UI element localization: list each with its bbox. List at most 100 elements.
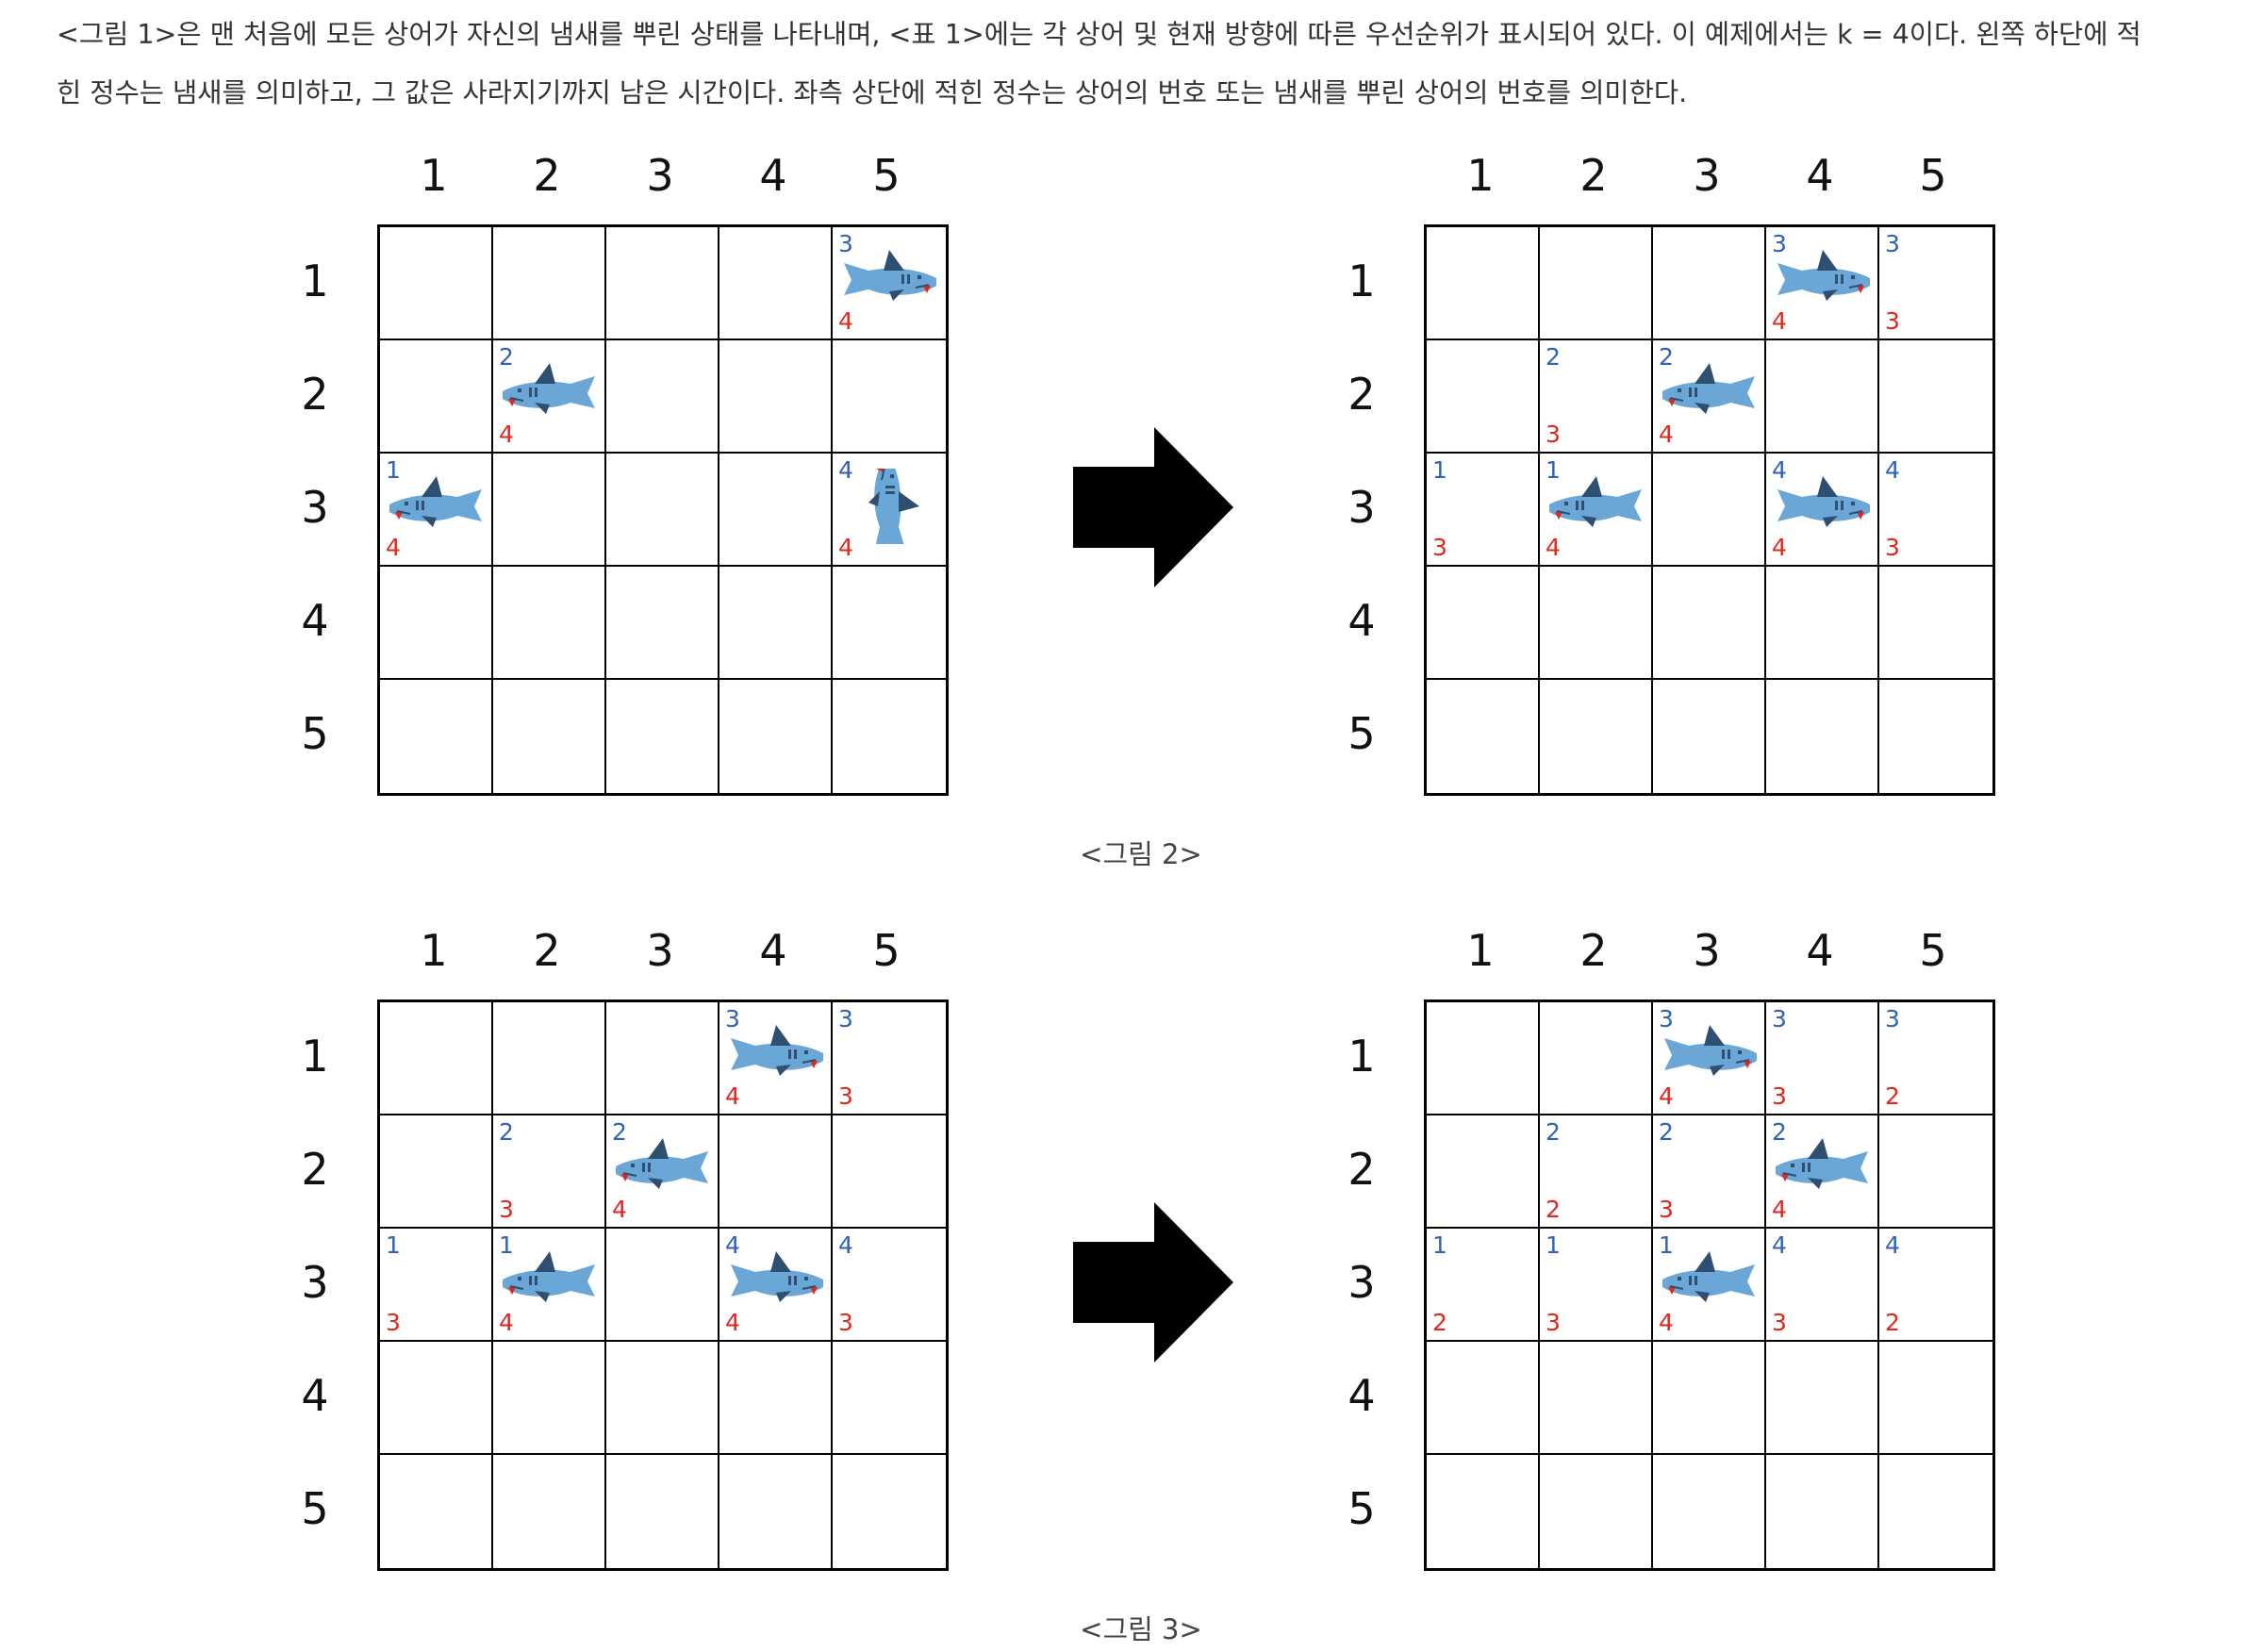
column-label: 4 (759, 925, 787, 976)
grid-cell (493, 1342, 606, 1455)
grid-cell (719, 1115, 833, 1229)
scent-time: 3 (386, 1309, 401, 1336)
grid-cell (606, 454, 719, 567)
row-label: 5 (301, 708, 329, 759)
scent-time: 3 (838, 1082, 853, 1110)
grid-cell (1540, 1342, 1653, 1455)
grid-cell (1879, 1115, 1992, 1229)
column-label: 5 (1919, 925, 1947, 976)
grid-cell (1427, 1455, 1540, 1568)
shark-number: 1 (1432, 456, 1447, 484)
scent-time: 4 (612, 1196, 627, 1223)
grid-cell (1653, 680, 1766, 793)
grid-cell (1766, 567, 1879, 680)
grid-cell (493, 1455, 606, 1568)
scent-time: 3 (1546, 1309, 1561, 1336)
shark-number: 1 (1546, 1231, 1561, 1259)
right-arrow-icon (1073, 427, 1233, 587)
description-line-2: 힌 정수는 냄새를 의미하고, 그 값은 사라지기까지 남은 시간이다. 좌측 … (57, 77, 1688, 108)
grid-cell (719, 454, 833, 567)
grid-cell (1766, 340, 1879, 454)
grid-cell (1766, 1342, 1879, 1455)
shark-icon (731, 1251, 823, 1302)
column-label: 5 (872, 925, 901, 976)
scent-time: 3 (499, 1196, 514, 1223)
column-label: 2 (533, 925, 561, 976)
shark-number: 2 (1546, 1118, 1561, 1146)
column-label: 3 (646, 150, 674, 201)
shark-icon (503, 363, 595, 414)
grid-cell (1540, 1455, 1653, 1568)
column-label: 1 (420, 925, 448, 976)
shark-number: 3 (1772, 1005, 1787, 1032)
figure-caption: <그림 3> (1080, 1613, 1202, 1645)
grid-cell (380, 1342, 493, 1455)
shark-icon (1549, 476, 1642, 527)
shark-number: 3 (725, 1005, 740, 1032)
column-label: 1 (420, 150, 448, 201)
grid-cell (1540, 1002, 1653, 1115)
column-label: 5 (1919, 150, 1947, 201)
column-label: 3 (1693, 925, 1721, 976)
column-label: 1 (1466, 925, 1495, 976)
grid-cell (380, 227, 493, 340)
grid-cell (380, 340, 493, 454)
shark-number: 3 (1659, 1005, 1674, 1032)
shark-icon (503, 1251, 595, 1302)
shark-icon (731, 1025, 823, 1076)
shark-icon (1664, 1025, 1757, 1076)
shark-number: 2 (1659, 343, 1674, 371)
grid-cell (606, 1455, 719, 1568)
shark-icon (844, 250, 936, 301)
grid-cell (1879, 1342, 1992, 1455)
grid-cell (606, 1229, 719, 1342)
grid-cell (1427, 680, 1540, 793)
grid-cell (719, 1455, 833, 1568)
shark-icon (1776, 1138, 1868, 1189)
column-label: 3 (1693, 150, 1721, 201)
grid-cell (1766, 1455, 1879, 1568)
grid-cell (1653, 1342, 1766, 1455)
scent-time: 4 (1659, 421, 1674, 448)
row-label: 3 (1347, 482, 1376, 533)
column-label: 2 (1579, 925, 1608, 976)
grid-cell (1879, 680, 1992, 793)
shark-icon (1662, 363, 1755, 414)
shark-number: 4 (725, 1231, 740, 1259)
grid-cell (719, 340, 833, 454)
scent-time: 3 (1659, 1196, 1674, 1223)
row-label: 5 (1347, 1483, 1376, 1534)
shark-icon (616, 1138, 708, 1189)
scent-time: 3 (1772, 1082, 1787, 1110)
column-label: 2 (1579, 150, 1608, 201)
grid-cell (606, 340, 719, 454)
shark-number: 3 (1885, 1005, 1900, 1032)
shark-number: 1 (1546, 456, 1561, 484)
row-label: 1 (301, 1031, 329, 1082)
scent-time: 4 (1772, 534, 1787, 561)
shark-number: 1 (1659, 1231, 1674, 1259)
shark-number: 2 (1772, 1118, 1787, 1146)
grid-cell (833, 1455, 946, 1568)
shark-icon (1777, 250, 1870, 301)
scent-time: 4 (725, 1309, 740, 1336)
scent-time: 2 (1432, 1309, 1447, 1336)
grid-cell (380, 1455, 493, 1568)
column-label: 3 (646, 925, 674, 976)
grid-cell (1427, 1115, 1540, 1229)
scent-time: 3 (1885, 307, 1900, 335)
grid-cell (1427, 227, 1540, 340)
